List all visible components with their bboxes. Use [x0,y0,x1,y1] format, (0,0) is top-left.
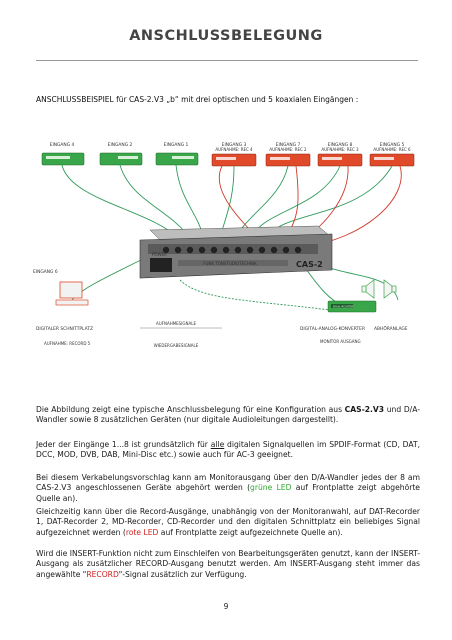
p4-text-a: Gleichzeitig kann über die Record-Ausgän… [36,507,420,537]
p2-text-a: Jeder der Eingänge 1...8 ist grundsätzli… [36,440,211,449]
p5-text-c: "-Signal zusätzlich zur Verfügung. [118,569,247,579]
input-device-5: EINGANG 5 AUFNAHME: REC 6 [369,142,415,167]
p4-red-led: rote LED [125,527,159,537]
workstation-icon [55,281,89,306]
p3-text-a: Bei diesem Verkabelungsvorschlag kann am… [36,473,420,493]
title-divider [36,60,418,61]
p1-model-name: CAS-2.V3 [344,405,385,414]
input-label-4: EINGANG 4 [50,142,75,148]
input-device-7: EINGANG 7 AUFNAHME: REC 2 [265,142,311,167]
input-label-1: EINGANG 1 [164,142,189,148]
input-device-8: EINGANG 8 AUFNAHME: REC 3 [317,142,363,167]
workstation-sublabel: AUFNAHME: RECORD 5 [44,341,91,346]
p2-emphasis: alle [210,440,225,449]
paragraph-3: Bei diesem Verkabelungsvorschlag kann am… [36,473,420,504]
input-label-3: EINGANG 3 [222,142,247,148]
p2-text-c: digitalen Signalquellen im SPDIF-Format … [36,440,420,460]
input-device-3: EINGANG 3 AUFNAHME: REC 4 [211,142,257,167]
paragraph-2: Jeder der Eingänge 1...8 ist grundsätzli… [36,440,420,461]
input-sublabel-7: AUFNAHME: REC 2 [269,147,307,152]
paragraph-1: Die Abbildung zeigt eine typische Anschl… [36,405,420,426]
page-number: 9 [223,602,229,611]
p5-record: RECORD [86,569,119,579]
device-brand: FUNK TONSTUDIOTECHNIK [203,261,257,266]
input-device-2: EINGANG 2 [99,142,143,166]
device-model: CAS-2 [296,260,323,269]
page-title: ANSCHLUSSBELEGUNG [129,28,323,44]
wiring-diagram: EINGANG 4 EINGANG 2 EINGANG 1 EINGANG 3 … [33,142,415,348]
input-label-8: EINGANG 8 [328,142,353,148]
input-device-1: EINGANG 1 [155,142,199,166]
cas2-device: POWER FUNK TONSTUDIOTECHNIK CAS-2 [139,225,333,279]
p1-text-c: und D/A-Wandler sowie 8 zusätzlichen Ger… [36,405,420,425]
input-sublabel-5: AUFNAHME: REC 6 [373,147,411,152]
input-sublabel-3: AUFNAHME: REC 4 [215,147,253,152]
aufnahmesignale-label: AUFNAHMESIGNALE [156,321,196,326]
input-label-6: EINGANG 6 [33,269,58,275]
converter-brand: DUAL ROUTER [333,305,353,309]
wiedergabesignale-label: WIEDERGABESIGNALE [154,343,199,348]
converter-device: DUAL ROUTER [327,300,377,313]
p3-green-led: grüne LED [250,483,292,493]
input-label-5: EINGANG 5 [380,142,405,148]
speakers-label: ABHÖRANLAGE [374,325,408,332]
input-sublabel-8: AUFNAHME: REC 3 [321,147,359,152]
paragraph-4: Gleichzeitig kann über die Record-Ausgän… [36,507,420,538]
input-label-2: EINGANG 2 [108,142,133,148]
example-heading: ANSCHLUSSBEISPIEL für CAS-2.V3 „b“ mit d… [36,95,359,104]
converter-sublabel: MONITOR AUSGANG [320,339,361,344]
workstation-label: DIGITALER SCHNITTPLATZ [36,326,93,332]
input-device-4: EINGANG 4 [41,142,85,166]
paragraph-5: Wird die INSERT-Funktion nicht zum Einsc… [36,549,420,580]
converter-label: DIGITAL-ANALOG-KONVERTER [300,326,365,332]
p3-text-c: auf Frontplatte zeigt abgehörte Quelle a… [36,483,420,503]
p5-text-a: Wird die INSERT-Funktion nicht zum Einsc… [36,549,420,579]
power-label: POWER [152,252,167,257]
speaker-icons [361,279,397,299]
input-label-7: EINGANG 7 [276,142,301,148]
p1-text-a: Die Abbildung zeigt eine typische Anschl… [36,405,345,414]
p4-text-c: auf Frontplatte zeigt aufgezeichnete Que… [158,527,343,537]
